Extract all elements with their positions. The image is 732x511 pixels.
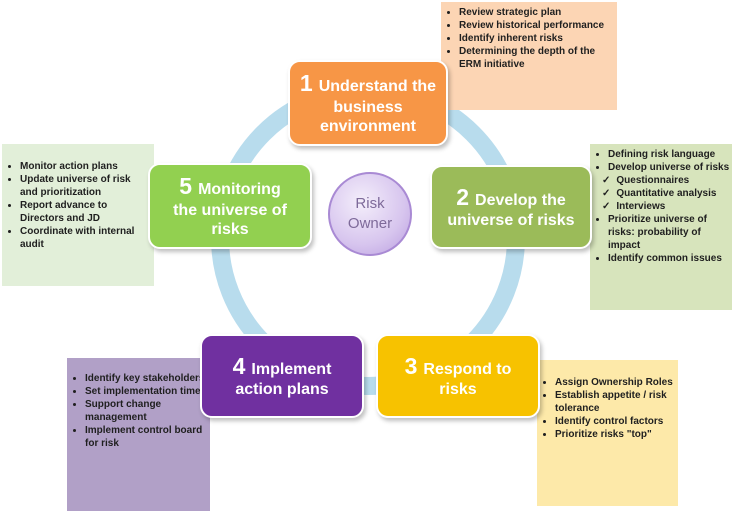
note-step4-list: Identify key stakeholders Set implementa…: [67, 372, 206, 450]
step-2-number: 2: [456, 183, 470, 210]
note-item: Identify key stakeholders: [85, 372, 206, 385]
step-5-label: Monitoring the universe of risks: [173, 181, 287, 238]
note-item: Support change management: [85, 398, 206, 424]
note-step5-list: Monitor action plans Update universe of …: [2, 160, 150, 251]
note-item: Prioritize risks "top": [555, 428, 674, 441]
step-4-number: 4: [232, 352, 246, 379]
note-step5: Monitor action plans Update universe of …: [2, 144, 154, 286]
note-item: Implement control board for risk: [85, 424, 206, 450]
note-step4: Identify key stakeholders Set implementa…: [67, 358, 210, 511]
note-item: Update universe of risk and prioritizati…: [20, 173, 150, 199]
note-item: Determining the depth of the ERM initiat…: [459, 45, 613, 71]
note-step1: Review strategic plan Review historical …: [441, 2, 617, 110]
note-item: Establish appetite / risk tolerance: [555, 389, 674, 415]
note-step1-list: Review strategic plan Review historical …: [441, 6, 613, 71]
note-step2-sublist: Questionnaires Quantitative analysis Int…: [590, 174, 730, 213]
note-step2-list: Defining risk language Develop universe …: [590, 148, 730, 174]
note-step2: Defining risk language Develop universe …: [590, 144, 732, 310]
step-3-number: 3: [404, 352, 418, 379]
note-step3-list: Assign Ownership Roles Establish appetit…: [537, 376, 674, 441]
note-item: Assign Ownership Roles: [555, 376, 674, 389]
center-line-1: Risk: [355, 194, 385, 212]
note-item: Identify common issues: [608, 252, 730, 265]
note-item: Prioritize universe of risks: probabilit…: [608, 213, 730, 252]
step-4-label: Implement action plans: [235, 360, 332, 399]
note-item: Set implementation time: [85, 385, 206, 398]
note-item: Monitor action plans: [20, 160, 150, 173]
risk-owner-circle: Risk Owner: [328, 172, 412, 256]
note-item: Develop universe of risks: [608, 161, 730, 174]
note-item: Review strategic plan: [459, 6, 613, 19]
step-5-number: 5: [179, 173, 193, 200]
step-2-label: Develop the universe of risks: [447, 191, 575, 230]
note-step3: Assign Ownership Roles Establish appetit…: [537, 360, 678, 506]
note-item: Identify inherent risks: [459, 32, 613, 45]
step-1-number: 1: [299, 70, 313, 97]
note-step2-list-after: Prioritize universe of risks: probabilit…: [590, 213, 730, 265]
note-subitem: Questionnaires: [602, 174, 730, 187]
note-subitem: Interviews: [602, 200, 730, 213]
note-item: Review historical performance: [459, 19, 613, 32]
center-line-2: Owner: [347, 215, 393, 232]
note-item: Coordinate with internal audit: [20, 225, 150, 251]
note-item: Defining risk language: [608, 148, 730, 161]
note-subitem: Quantitative analysis: [602, 187, 730, 200]
note-item: Identify control factors: [555, 415, 674, 428]
step-3-label: Respond to risks: [423, 360, 512, 399]
note-item: Report advance to Directors and JD: [20, 199, 150, 225]
step-1-label: Understand the business environment: [318, 78, 437, 135]
